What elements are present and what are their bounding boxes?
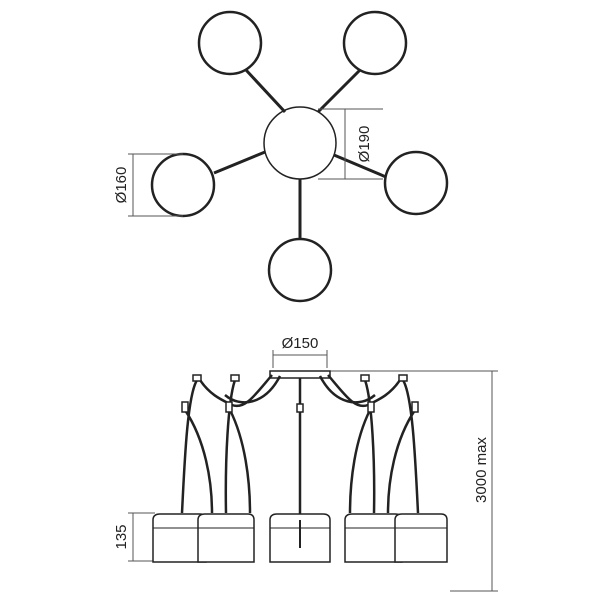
- top-view: [128, 10, 449, 303]
- label-shade-height: 135: [113, 524, 130, 549]
- label-globe-diameter: Ø160: [113, 167, 130, 204]
- dimension-160: [128, 153, 183, 217]
- shades: [152, 513, 448, 563]
- globe-top-right: [342, 10, 408, 76]
- globe-left: [150, 152, 216, 218]
- label-max-height: 3000 max: [473, 437, 490, 503]
- shade-2: [197, 513, 255, 563]
- canopy-disc: [263, 106, 337, 180]
- label-canopy-diameter: Ø190: [356, 126, 373, 163]
- globe-top-left: [197, 10, 263, 76]
- dimension-135: [128, 512, 155, 562]
- dimension-150: [272, 350, 328, 368]
- dimension-190: [318, 108, 383, 180]
- shade-5: [394, 513, 448, 563]
- globe-right: [383, 150, 449, 216]
- globe-bottom: [267, 237, 333, 303]
- cable-clips: [181, 374, 419, 413]
- side-view: [128, 350, 498, 592]
- shade-4: [344, 513, 403, 563]
- label-canopy-width: Ø150: [282, 335, 319, 352]
- arms: [213, 68, 387, 238]
- dimension-3000: [330, 370, 498, 592]
